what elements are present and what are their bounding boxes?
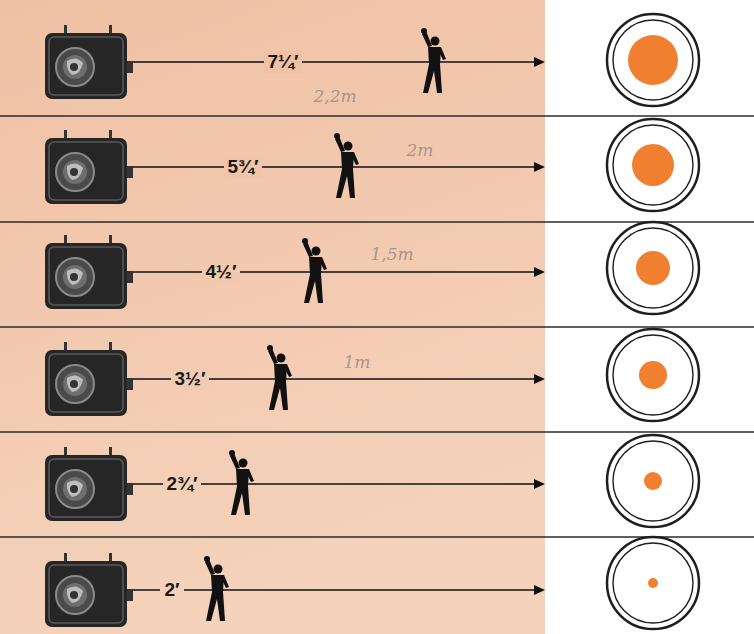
distance-label: 5¾′	[224, 156, 263, 179]
distance-label: 7¼′	[264, 51, 303, 74]
handwritten-note: 1m	[342, 353, 373, 372]
camera-row	[45, 235, 545, 309]
distance-label: 2′	[160, 579, 183, 602]
camera-row	[45, 130, 545, 204]
camera-row	[45, 342, 545, 416]
distance-label: 2¾′	[163, 473, 202, 496]
camera-row	[45, 553, 545, 627]
distance-label: 3½′	[171, 368, 210, 391]
camera-row	[45, 447, 545, 521]
handwritten-note: 1,5m	[368, 245, 415, 264]
handwritten-note: 2,2m	[311, 87, 358, 106]
handwritten-note: 2m	[405, 141, 436, 160]
camera-row	[45, 25, 545, 99]
distance-label: 4½′	[202, 261, 241, 284]
